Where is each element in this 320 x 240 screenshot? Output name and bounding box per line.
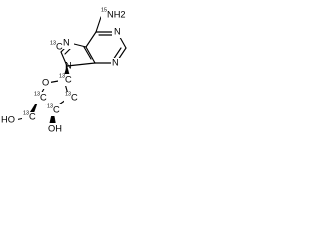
bond-c6-nh2: [95, 16, 102, 33]
c13-isotope-c8: 13: [50, 40, 56, 46]
bg-ho: [0, 114, 18, 126]
c13-isotope-c1: 13: [59, 73, 65, 79]
pyrimidine-n1: N: [114, 26, 121, 36]
bond-c4-c5: [85, 46, 96, 64]
molecular-structure: 15 NH2 N N N N 13 C 13 C O 13 C 13 C 13 …: [0, 0, 133, 137]
c13-isotope-c3: 13: [47, 103, 53, 109]
atom-labels: 15 NH2 N N N N 13 C 13 C O 13 C 13 C 13 …: [1, 7, 126, 133]
bg-c2: [64, 92, 82, 104]
c13-label-c8: C: [56, 41, 63, 51]
bg-oh: [46, 123, 64, 135]
c13-label-c4: C: [40, 92, 47, 102]
imidazole-n7: N: [63, 37, 70, 47]
bg-n3: [111, 58, 122, 70]
c13-label-c5: C: [29, 111, 36, 121]
amino-isotope: 15: [101, 7, 107, 13]
imidazole-n9: N: [65, 60, 72, 70]
hydroxyl-3-prime: OH: [48, 123, 62, 133]
structure-drawing: 15 NH2 N N N N 13 C 13 C O 13 C 13 C 13 …: [0, 7, 128, 135]
bg-c1: [58, 74, 76, 86]
bg-n1: [112, 26, 123, 38]
c13-isotope-c4: 13: [34, 91, 40, 97]
c13-label-c3: C: [53, 104, 60, 114]
bg-o4: [40, 77, 51, 89]
bg-c4: [33, 92, 50, 104]
bg-c5: [22, 112, 39, 124]
bond-c8-n9: [60, 51, 68, 67]
bg-n7: [62, 37, 74, 49]
c13-label-c1: C: [65, 74, 72, 84]
c13-isotope-c5: 13: [23, 110, 29, 116]
amino-group: NH2: [107, 9, 126, 19]
ring-oxygen: O: [42, 77, 49, 87]
hydroxyl-5-prime: HO: [1, 114, 15, 124]
bg-c3: [46, 104, 64, 116]
bond-double-c4-c5: [83, 46, 92, 60]
bg-amino: [101, 9, 128, 21]
c13-isotope-c2: 13: [65, 91, 71, 97]
label-backgrounds: [0, 9, 128, 135]
c13-label-c2: C: [71, 92, 78, 102]
bond-c5-c6: [85, 31, 97, 48]
pyrimidine-n3: N: [112, 57, 119, 67]
bond-n9-c4: [66, 62, 96, 67]
